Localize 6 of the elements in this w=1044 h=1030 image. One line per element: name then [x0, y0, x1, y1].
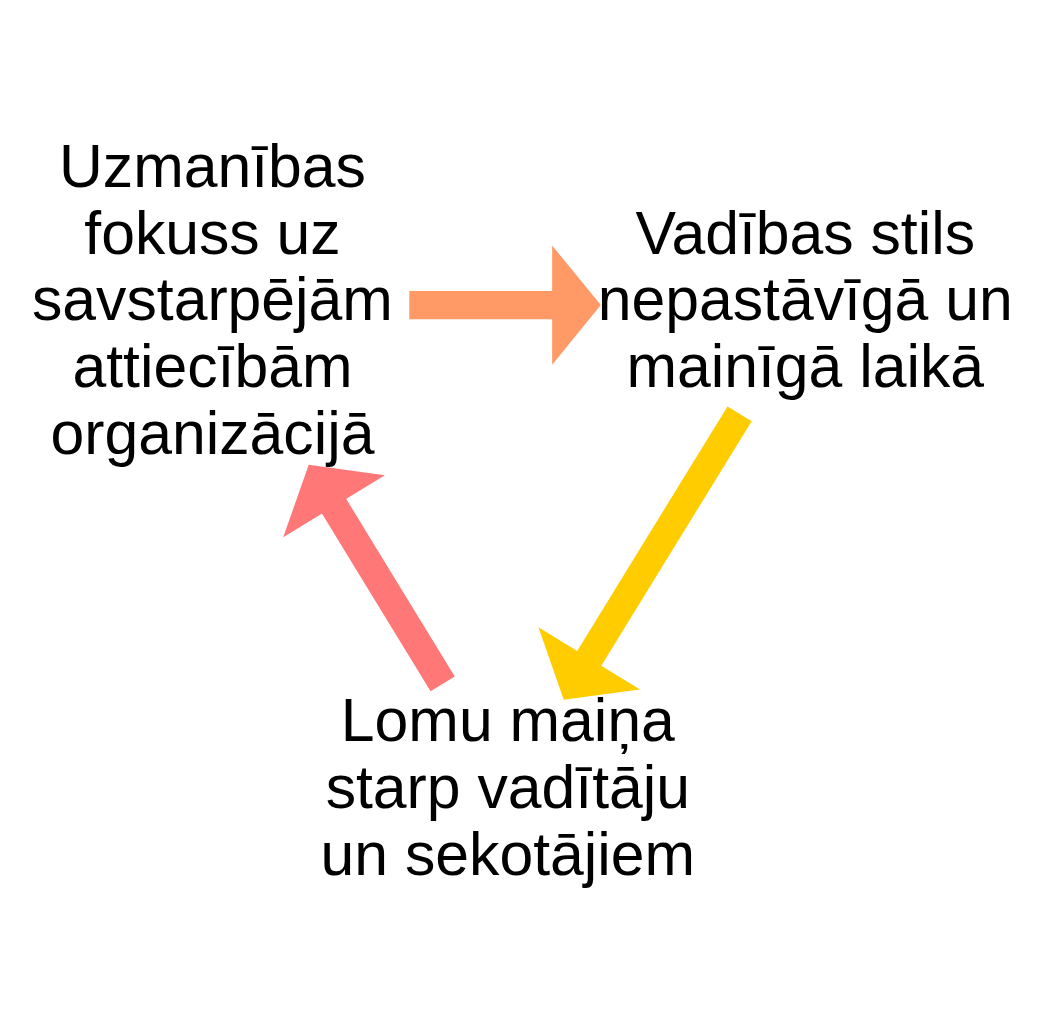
node-text: Uzmanības fokuss uz savstarpējām attiecībām organizācijā: [32, 131, 393, 467]
arrow: [283, 464, 455, 691]
arrow: [409, 245, 601, 365]
node-text: Lomu maiņa starp vadītāju un sekotājiem: [320, 685, 696, 888]
node-text: Vadības stils nepastāvīgā un mainīgā laikā: [597, 198, 1013, 400]
arrow: [538, 405, 752, 700]
